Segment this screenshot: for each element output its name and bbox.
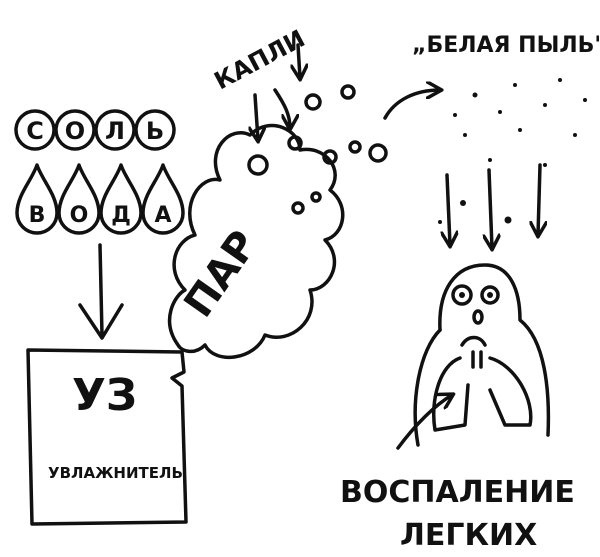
arrow-down-icon bbox=[298, 43, 300, 78]
person-figure bbox=[413, 263, 551, 447]
humidifier-box: УЗ УВЛАЖНИТЕЛЬ bbox=[26, 348, 188, 526]
water-drop bbox=[57, 163, 101, 235]
arrow-down-icon bbox=[489, 168, 492, 248]
curved-arrow-icon bbox=[383, 90, 440, 120]
salt-circle bbox=[134, 109, 176, 151]
water-drop bbox=[15, 163, 59, 235]
salt-circle bbox=[54, 109, 96, 151]
droplets bbox=[247, 84, 388, 215]
salt-group: СОЛЬ bbox=[14, 109, 176, 151]
dust-dots bbox=[438, 78, 587, 224]
arrow-down-icon bbox=[447, 173, 450, 245]
arrow-down-icon bbox=[273, 88, 290, 128]
arrow-icon bbox=[396, 395, 452, 450]
white-dust-label: „БЕЛАЯ ПЫЛЬ" bbox=[412, 33, 600, 58]
disease-label-line1: ВОСПАЛЕНИЕ bbox=[340, 475, 575, 510]
disease-label-line2: ЛЕГКИХ bbox=[400, 518, 537, 553]
salt-circle bbox=[94, 109, 136, 151]
arrow-down-icon bbox=[255, 93, 258, 140]
drops-label: КАПЛИ bbox=[210, 24, 310, 95]
water-group: ВОДА bbox=[15, 163, 185, 235]
water-drop bbox=[141, 163, 185, 235]
arrow-down-icon bbox=[538, 163, 540, 235]
device-label: УВЛАЖНИТЕЛЬ bbox=[48, 464, 183, 482]
salt-circle bbox=[14, 109, 56, 151]
water-drop bbox=[99, 163, 143, 235]
device-short-label: УЗ bbox=[72, 370, 137, 421]
steam-cloud: ПАР bbox=[167, 123, 345, 360]
arrow-down-icon bbox=[78, 243, 124, 340]
